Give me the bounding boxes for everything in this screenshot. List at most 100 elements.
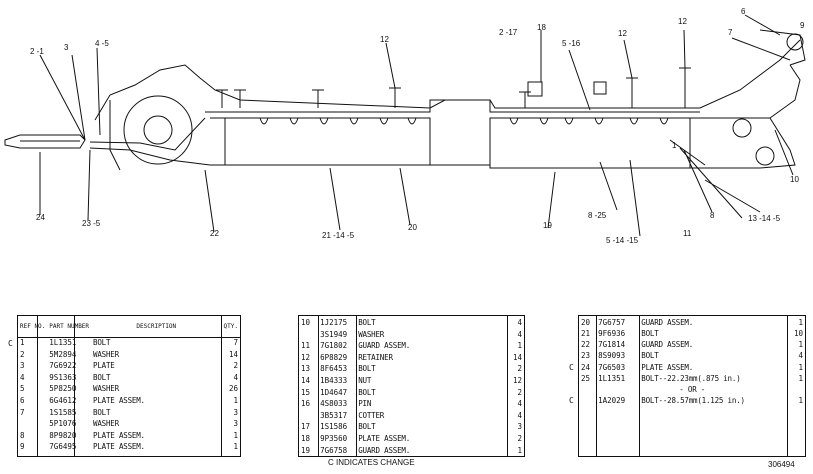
cell-ref: [299, 329, 318, 341]
callout-12-a: 12: [380, 35, 389, 44]
cell-qty: 1: [798, 396, 803, 406]
cell-desc: WASHER: [93, 349, 119, 359]
cell-part: 8F6453: [320, 364, 348, 374]
table-row: - OR -: [579, 384, 805, 395]
cell-ref: 16: [301, 399, 311, 409]
callout-1: 1: [672, 141, 677, 150]
cell-desc: PLATE ASSEM.: [358, 434, 411, 444]
cell-part: 6G4612: [49, 396, 77, 406]
cell-ref: [18, 418, 47, 430]
cell-ref: 20: [581, 317, 591, 327]
cell-part: 9F6936: [598, 329, 626, 339]
table-row: 23 8S9093 BOLT 4: [579, 351, 805, 362]
cell-qty: 12: [512, 376, 522, 386]
cell-ref: 2: [20, 349, 25, 359]
cell-qty: 1: [798, 317, 803, 327]
header-part-number: PART NUMBER: [47, 316, 92, 338]
cell-desc: BOLT: [358, 387, 376, 397]
cell-part: 7G1802: [320, 341, 348, 351]
cell-desc: WASHER: [358, 329, 385, 339]
cell-desc: BOLT: [93, 407, 111, 417]
cell-desc: WASHER: [93, 419, 119, 429]
cell-qty: 10: [793, 329, 803, 339]
callout-5-14-15: 5 -14 -15: [606, 236, 639, 245]
parts-table-1: [17, 315, 241, 457]
cell-ref: 23: [581, 351, 591, 361]
cell-desc: BOLT: [641, 351, 659, 361]
cell-ref: 22: [581, 340, 591, 350]
cell-part: 3B5317: [320, 410, 348, 420]
cell-desc: GUARD ASSEM.: [641, 317, 694, 327]
header-description: DESCRIPTION: [91, 316, 222, 338]
cell-qty: 2: [517, 387, 522, 397]
cell-desc: BOLT: [358, 318, 376, 328]
cell-desc: BOLT--22.23mm(.875 in.): [641, 373, 741, 383]
change-footnote: C INDICATES CHANGE: [328, 458, 415, 467]
cell-ref: [299, 410, 318, 422]
cell-desc: NUT: [358, 376, 372, 386]
cell-ref: 10: [301, 318, 311, 328]
cell-part: 7G6758: [320, 445, 348, 455]
callout-18: 18: [537, 23, 546, 32]
cell-desc: RETAINER: [358, 352, 393, 362]
cell-qty: 1: [233, 430, 238, 440]
cell-ref: 7: [20, 407, 25, 417]
callout-21-14-5: 21 -14 -5: [322, 231, 355, 240]
cell-part: 1A2029: [598, 396, 626, 406]
callout-11: 11: [683, 229, 692, 238]
callout-2-17: 2 -17: [499, 28, 518, 37]
cell-part: 1S1585: [49, 407, 77, 417]
cell-desc: BOLT: [358, 364, 376, 374]
cell-qty: 14: [228, 349, 238, 359]
cell-desc: PLATE: [93, 361, 115, 371]
cell-ref: 13: [301, 364, 311, 374]
cell-part: 1L1351: [49, 338, 77, 348]
cell-qty: 4: [798, 351, 803, 361]
cell-part: 9S1363: [49, 372, 77, 382]
cell-ref: 15: [301, 387, 311, 397]
cell-part: 3S1949: [320, 329, 348, 339]
cell-part: 7G6757: [598, 317, 626, 327]
cell-part: 1B4333: [320, 376, 348, 386]
table-row: 15 1D4647 BOLT 2: [299, 387, 524, 399]
cell-ref: [579, 384, 596, 395]
cell-ref: 18: [301, 434, 311, 444]
cell-qty: 1: [517, 341, 522, 351]
cell-desc: PLATE ASSEM.: [641, 362, 694, 372]
cell-desc: WASHER: [93, 384, 119, 394]
illustration-number: 306494: [768, 460, 795, 469]
cell-qty: 3: [517, 422, 522, 432]
cell-part: 5M2894: [49, 349, 77, 359]
cell-ref: 5: [20, 384, 25, 394]
cell-qty: 7: [233, 338, 238, 348]
cell-ref: 4: [20, 372, 25, 382]
cell-qty: 1: [233, 442, 238, 452]
cell-qty: 14: [512, 352, 522, 362]
change-marker: C: [569, 362, 574, 372]
callout-7: 7: [728, 28, 733, 37]
cell-qty: 1: [798, 362, 803, 372]
cell-desc: PIN: [358, 399, 372, 409]
cell-part: 1D4647: [320, 387, 348, 397]
cell-part: 1J2175: [320, 318, 348, 328]
cell-ref: 3: [20, 361, 25, 371]
cell-qty: 3: [233, 407, 238, 417]
cell-desc: BOLT: [641, 329, 659, 339]
cell-ref: 6: [20, 396, 25, 406]
cell-part: 8S9093: [598, 351, 626, 361]
cell-part: 7G6503: [598, 362, 626, 372]
parts-table-3: [578, 315, 806, 457]
